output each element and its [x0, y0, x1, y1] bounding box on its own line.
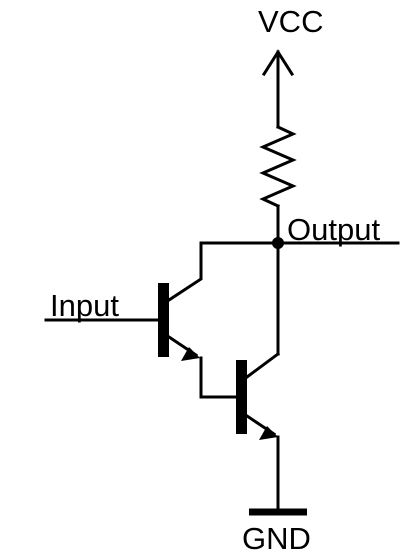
input-label: Input [50, 288, 119, 323]
vcc-label: VCC [258, 4, 323, 39]
transistor-q2 [236, 351, 281, 514]
vcc-supply [261, 49, 295, 129]
resistor-symbol [259, 125, 297, 208]
q2-emitter-arrow-icon [259, 426, 278, 440]
q1-base-bar [158, 283, 169, 357]
gnd-label: GND [242, 521, 311, 556]
q2-collector-wire-diag [244, 351, 281, 380]
q2-base-bar [236, 360, 247, 434]
vcc-arrow-icon [261, 49, 295, 77]
output-label: Output [287, 212, 380, 247]
q1-emitter-to-q2-base-wire [199, 356, 238, 399]
q1-collector-wire [166, 241, 203, 303]
transistor-q1 [44, 241, 203, 361]
q1-emitter-arrow-icon [181, 347, 200, 361]
